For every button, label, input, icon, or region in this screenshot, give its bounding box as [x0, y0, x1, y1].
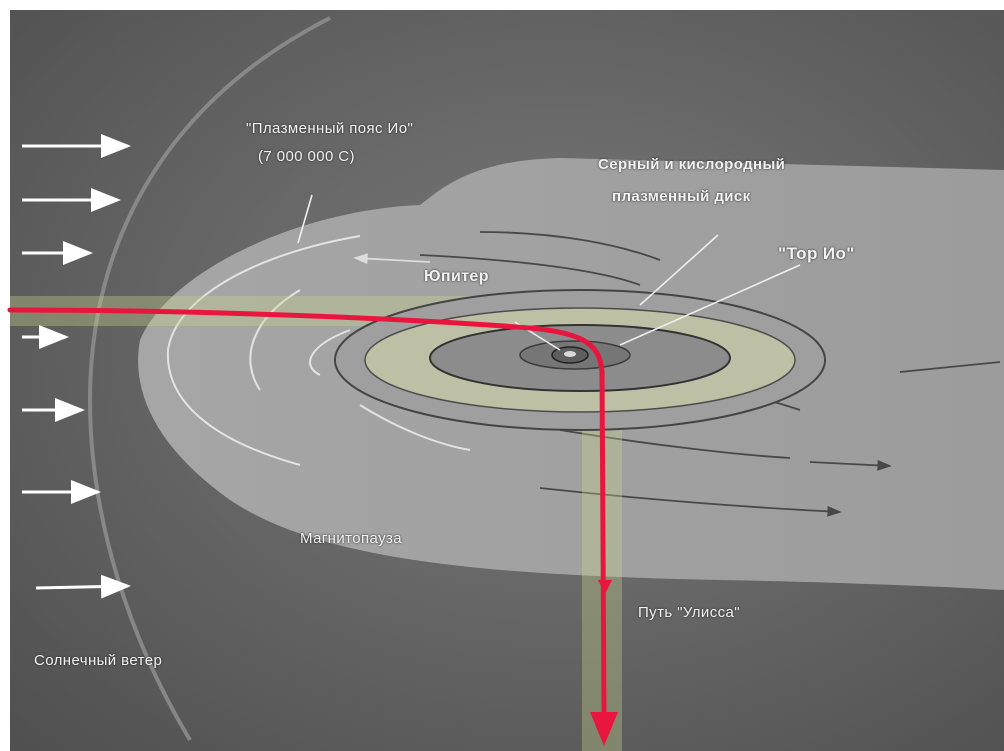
trajectory-arrowhead: [590, 712, 618, 746]
ulysses-path-label: Путь "Улисса": [638, 604, 740, 621]
bow-shock-arc: [87, 16, 331, 742]
solar-wind-arrows: [22, 134, 131, 599]
ulysses-trajectory: [7, 307, 607, 715]
magnetopause-label: Магнитопауза: [300, 530, 402, 547]
sulfur-oxygen-disk-label-line2: плазменный диск: [612, 188, 751, 205]
io-torus-label: "Тор Ио": [778, 244, 855, 263]
io-plasma-temperature-label: (7 000 000 С): [258, 148, 355, 165]
plasma-flow-arrow: [353, 253, 431, 265]
jupiter-label: Юпитер: [424, 268, 489, 285]
magnetosphere-field-lines: [166, 235, 471, 466]
sulfur-oxygen-disk-label-line1: Серный и кислородный: [598, 156, 786, 173]
io-plasma-belt-label: "Плазменный пояс Ио": [246, 120, 414, 137]
solar-wind-label: Солнечный ветер: [34, 652, 163, 669]
